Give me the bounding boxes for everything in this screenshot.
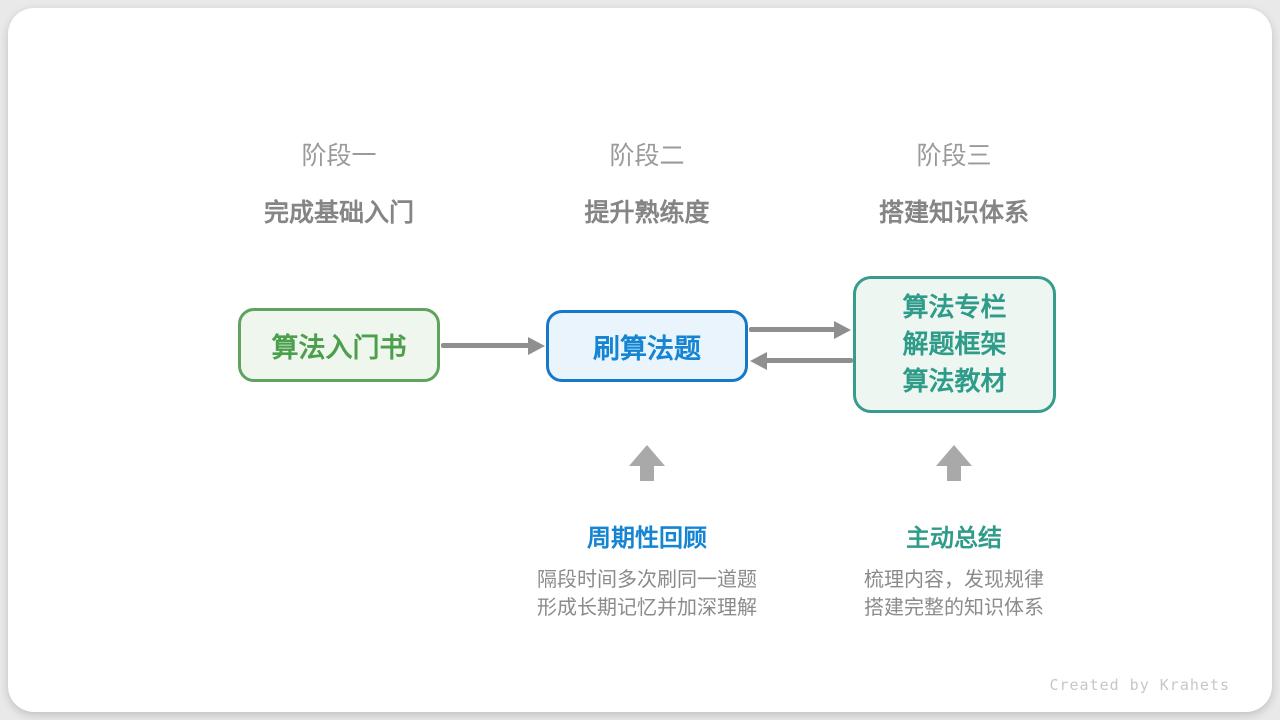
annotation-desc-line: 搭建完整的知识体系	[864, 597, 1044, 619]
credit-text: Created by Krahets	[1049, 676, 1230, 694]
stage-1-subtitle: 完成基础入门	[263, 199, 414, 227]
arrow-head-right-icon	[528, 337, 545, 355]
up-arrow-stem	[947, 466, 961, 481]
node-resource-line-2: 解题框架	[902, 329, 1007, 359]
annotation-desc-line: 梳理内容，发现规律	[864, 569, 1044, 591]
arrow-line-2-to-3	[749, 327, 836, 332]
up-arrow-icon-summarize	[936, 445, 972, 481]
up-arrow-stem	[640, 466, 654, 481]
arrow-line-1-to-2	[441, 343, 530, 348]
arrow-head-right-icon	[834, 321, 851, 339]
node-knowledge-resources: 算法专栏 解题框架 算法教材	[853, 276, 1056, 413]
annotation-title-review: 周期性回顾	[587, 525, 707, 552]
stage-header-1: 阶段一 完成基础入门	[199, 136, 479, 229]
up-arrow-icon-review	[629, 445, 665, 481]
annotation-title-summarize: 主动总结	[906, 525, 1002, 552]
stage-1-label: 阶段一	[301, 142, 377, 170]
stage-header-3: 阶段三 搭建知识体系	[814, 136, 1094, 229]
annotation-desc-summarize: 梳理内容，发现规律 搭建完整的知识体系	[789, 566, 1119, 622]
annotation-desc-review: 隔段时间多次刷同一道题 形成长期记忆并加深理解	[482, 566, 812, 622]
annotation-desc-line: 隔段时间多次刷同一道题	[537, 569, 757, 591]
node-resource-line-1: 算法专栏	[902, 292, 1007, 322]
arrow-line-3-to-2	[765, 358, 853, 363]
node-practice-problems: 刷算法题	[546, 310, 748, 382]
stage-header-2: 阶段二 提升熟练度	[507, 136, 787, 229]
stage-2-subtitle: 提升熟练度	[584, 199, 710, 227]
stage-3-subtitle: 搭建知识体系	[878, 199, 1029, 227]
annotation-desc-line: 形成长期记忆并加深理解	[537, 597, 757, 619]
node-intro-book: 算法入门书	[238, 308, 440, 382]
stage-2-label: 阶段二	[609, 142, 685, 170]
up-arrow-triangle	[936, 445, 972, 466]
stage-3-label: 阶段三	[916, 142, 992, 170]
arrow-head-left-icon	[750, 352, 767, 370]
diagram-card: 阶段一 完成基础入门 阶段二 提升熟练度 阶段三 搭建知识体系 算法入门书 刷算…	[8, 8, 1272, 712]
node-resource-line-3: 算法教材	[902, 366, 1007, 396]
up-arrow-triangle	[629, 445, 665, 466]
